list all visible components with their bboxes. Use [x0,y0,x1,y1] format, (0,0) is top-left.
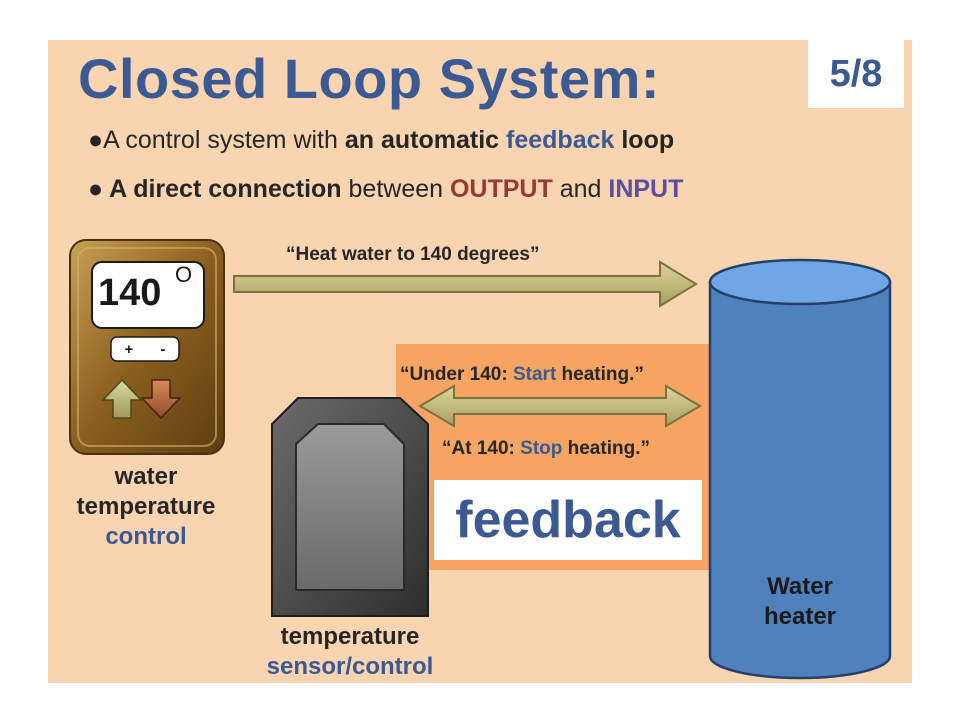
bullet-text-segment: INPUT [608,175,684,203]
sensor-label-line2: sensor/control [266,653,434,680]
down-arrow-icon[interactable] [140,379,182,420]
sensor-label-line1: temperature [280,623,420,650]
thermostat-label: water temperature control [48,462,244,552]
water-heater-tank [708,258,892,680]
page-number: 5/8 [808,40,904,108]
bullet-marker: ● [88,126,104,154]
bullet-text-segment: feedback [506,126,615,154]
bullet-marker: ● [88,175,104,203]
thermostat-label-line3: control [105,523,187,550]
bullet-text-segment: OUTPUT [449,175,553,203]
bullet-text-segment: an automatic [344,126,507,154]
minus-label[interactable]: - [160,340,166,358]
degree-symbol: O [175,262,193,287]
at-message-suffix: heating.” [562,438,650,459]
bullet-text-segment: loop [614,126,675,154]
stop-action: Stop [520,438,563,459]
bullet-text-segment: A direct connection [103,175,342,203]
feedback-label: feedback [434,480,702,560]
thermostat-device [69,239,225,455]
heater-label-line2: heater [763,603,837,630]
bullet-direct-connection: ● A direct connection between OUTPUT and… [88,175,683,204]
under-message-prefix: “Under 140: [400,364,513,385]
heater-label-line1: Water [767,573,833,600]
bullet-text-segment: A control system with [103,126,345,154]
command-arrow [233,260,698,308]
thermostat-label-line1: water [114,463,178,490]
under-140-message: “Under 140: Start heating.” [400,364,644,386]
temperature-sensor-device [271,397,429,617]
sensor-label: temperature sensor/control [236,622,464,682]
thermostat-plus-minus-buttons[interactable] [110,336,180,362]
thermostat-label-line2: temperature [76,493,216,520]
start-action: Start [512,364,557,385]
plus-minus-labels: + - [111,337,179,361]
thermostat-display [91,261,205,329]
at-140-message: “At 140: Stop heating.” [442,438,650,460]
thermostat-temperature-value: 140 [98,272,162,314]
command-message: “Heat water to 140 degrees” [286,244,540,265]
bullet-text-segment: and [552,175,609,203]
feedback-double-arrow [418,384,702,428]
bullet-text-segment: between [341,175,450,203]
plus-label[interactable]: + [124,340,134,358]
up-arrow-icon[interactable] [101,378,143,419]
bullet-automatic-feedback: ●A control system with an automatic feed… [88,126,674,155]
heater-label: Water heater [730,572,870,632]
at-message-prefix: “At 140: [442,438,521,459]
under-message-suffix: heating.” [556,364,644,385]
slide-title: Closed Loop System: [78,47,661,110]
